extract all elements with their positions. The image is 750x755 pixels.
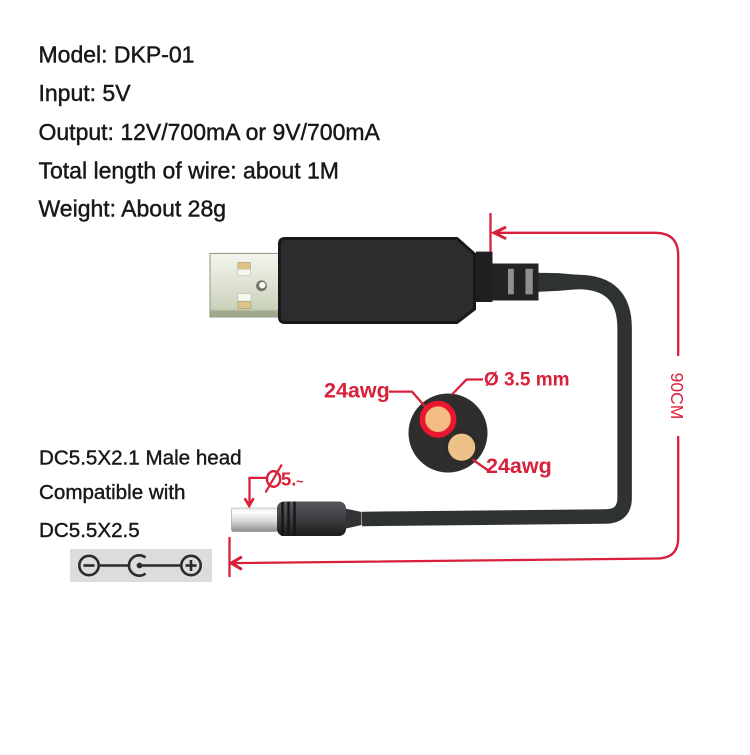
svg-text:Total length of wire: about 1M: Total length of wire: about 1M xyxy=(39,158,339,184)
svg-text:24awg: 24awg xyxy=(486,454,552,478)
svg-text:Weight: About 28g: Weight: About 28g xyxy=(39,196,227,222)
svg-text:5.: 5. xyxy=(281,468,296,489)
svg-text:~: ~ xyxy=(296,474,304,489)
svg-text:90CM: 90CM xyxy=(667,373,687,420)
svg-text:DC5.5X2.1 Male head: DC5.5X2.1 Male head xyxy=(39,446,242,469)
svg-text:Ø 3.5 mm: Ø 3.5 mm xyxy=(484,370,570,391)
svg-text:Model: DKP-01: Model: DKP-01 xyxy=(39,42,195,68)
svg-text:DC5.5X2.5: DC5.5X2.5 xyxy=(39,519,140,542)
svg-text:Output: 12V/700mA or 9V/700mA: Output: 12V/700mA or 9V/700mA xyxy=(39,119,381,145)
svg-text:Input: 5V: Input: 5V xyxy=(39,80,132,106)
svg-text:Compatible with: Compatible with xyxy=(39,481,186,504)
svg-text:24awg: 24awg xyxy=(324,379,390,403)
